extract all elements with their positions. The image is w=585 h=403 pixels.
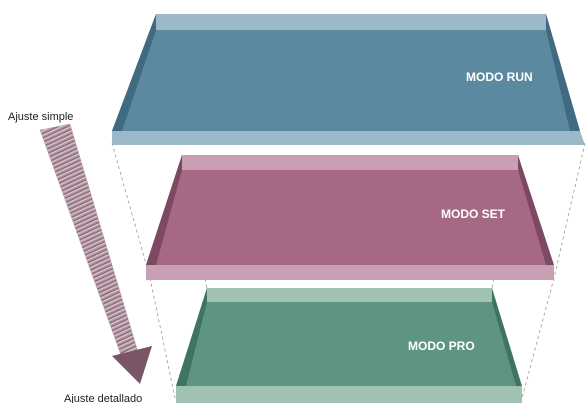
- connector-line: [149, 277, 176, 399]
- arrow-shaft: [39, 123, 139, 359]
- connector-line: [521, 277, 555, 399]
- layer-set-top: [146, 155, 546, 265]
- layer-pro: MODO PRO: [176, 288, 522, 403]
- layer-pro-label: MODO PRO: [408, 339, 475, 353]
- arrow-head: [112, 346, 152, 384]
- layer-pro-right-side: [492, 288, 522, 386]
- connector-line: [553, 142, 585, 279]
- layer-run-right-side: [546, 14, 580, 131]
- layer-pro-top: [176, 288, 516, 386]
- adjustment-arrow: [39, 123, 152, 384]
- arrow-end-label: Ajuste detallado: [64, 393, 142, 403]
- layer-run-top: [112, 14, 580, 131]
- layer-run-back-edge: [156, 14, 546, 30]
- layer-set-label: MODO SET: [441, 207, 506, 221]
- connector-line: [111, 142, 151, 279]
- layer-run: MODO RUN: [112, 14, 585, 145]
- layer-run-front-edge: [112, 131, 585, 145]
- layer-pro-front-edge: [176, 386, 522, 403]
- layer-set-back-edge: [182, 155, 518, 170]
- layer-run-label: MODO RUN: [466, 70, 533, 84]
- layer-pro-back-edge: [207, 288, 492, 302]
- layer-pro-left-side: [176, 288, 207, 386]
- layer-set-left-side: [146, 155, 182, 265]
- layer-set: MODO SET: [146, 155, 554, 280]
- layer-run-left-side: [112, 14, 156, 131]
- arrow-start-label: Ajuste simple: [8, 111, 73, 123]
- layer-set-front-edge: [146, 265, 554, 280]
- layer-set-right-side: [518, 155, 554, 265]
